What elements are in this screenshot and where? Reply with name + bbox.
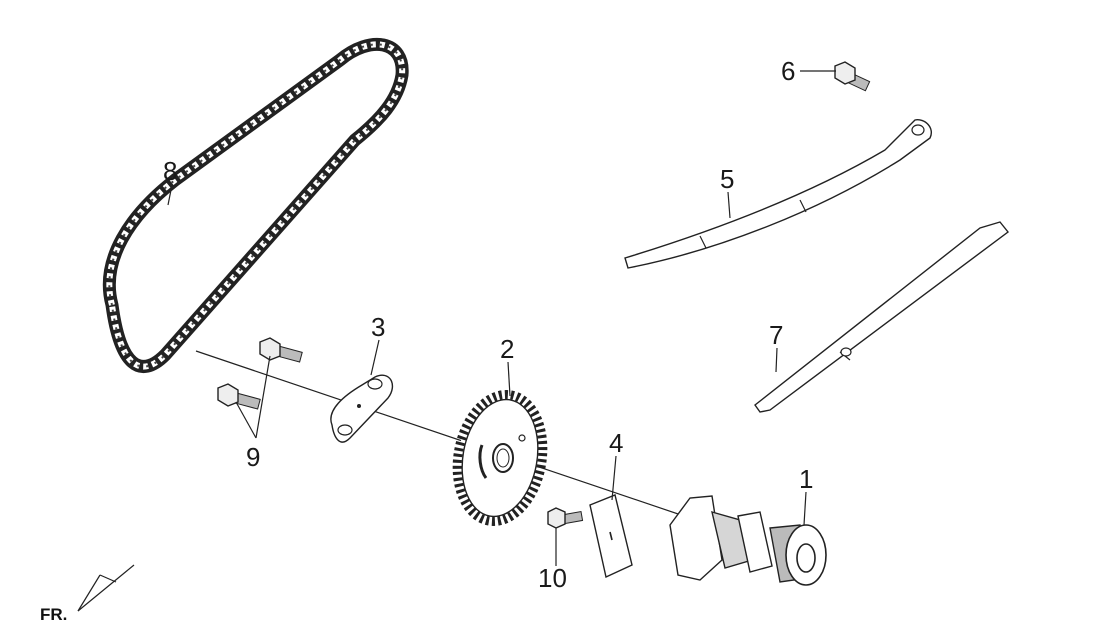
bolt-lower [217, 383, 261, 410]
callout-1: 1 [799, 464, 813, 494]
callout-9: 9 [246, 442, 260, 472]
guide-bolt [834, 61, 871, 92]
direction-label: FR. [40, 605, 67, 624]
cam-plate [330, 374, 393, 443]
callout-10: 10 [538, 563, 567, 593]
leader-lines [167, 70, 836, 566]
cam-chain [102, 38, 409, 373]
bolt-small [547, 507, 584, 529]
bolt-upper [259, 337, 303, 363]
callout-4: 4 [609, 428, 623, 458]
callout-8: 8 [163, 156, 177, 186]
callout-3: 3 [371, 312, 385, 342]
chain-guide [754, 221, 1009, 413]
callout-7: 7 [769, 320, 783, 350]
assembly-axis-line [195, 350, 691, 519]
callout-2: 2 [500, 334, 514, 364]
cam-sprocket [452, 390, 548, 526]
callout-5: 5 [720, 164, 734, 194]
callout-6: 6 [781, 56, 795, 86]
lock-plate [589, 494, 633, 578]
front-direction-arrow [77, 564, 135, 612]
chain-tensioner-guide [624, 119, 932, 269]
camshaft [669, 495, 827, 586]
